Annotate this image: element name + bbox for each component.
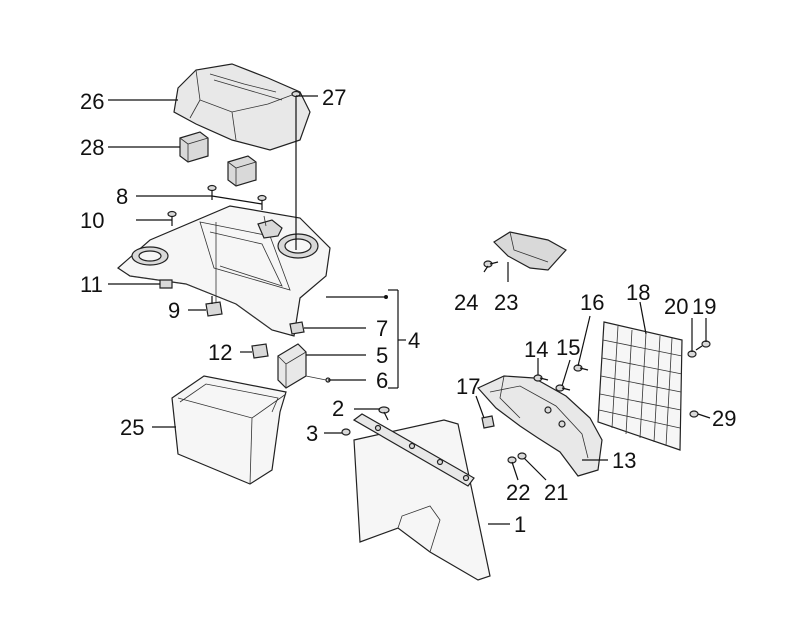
label-15: 15 — [556, 335, 580, 360]
label-24: 24 — [454, 290, 478, 315]
label-4: 4 — [408, 328, 420, 353]
label-20: 20 — [664, 294, 688, 319]
label-7: 7 — [376, 316, 388, 341]
label-8: 8 — [116, 184, 128, 209]
part-21-washer — [517, 452, 527, 460]
part-17-clip — [481, 415, 495, 429]
label-2: 2 — [332, 396, 344, 421]
part-6-pin — [305, 375, 331, 383]
part-26-top-cover — [173, 63, 311, 151]
part-10-screw — [167, 210, 177, 226]
label-14: 14 — [524, 337, 548, 362]
part-29-nut — [689, 410, 699, 418]
label-13: 13 — [612, 448, 636, 473]
label-17: 17 — [456, 374, 480, 399]
label-25: 25 — [120, 415, 144, 440]
part-15-screw — [555, 384, 571, 392]
label-3: 3 — [306, 421, 318, 446]
label-18: 18 — [626, 280, 650, 305]
label-28: 28 — [80, 135, 104, 160]
part-2-bracket — [352, 406, 475, 487]
part-9-clip — [205, 296, 223, 317]
label-22: 22 — [506, 480, 530, 505]
label-6: 6 — [376, 368, 388, 393]
part-1-mudflap — [353, 419, 491, 581]
part-8-screws — [207, 184, 267, 210]
label-26: 26 — [80, 89, 104, 114]
part-13-rear-fender — [477, 375, 603, 477]
label-9: 9 — [168, 298, 180, 323]
label-11: 11 — [80, 272, 103, 297]
part-12-clip — [251, 343, 269, 359]
part-18-plate-holder — [597, 321, 683, 451]
label-21: 21 — [544, 480, 568, 505]
part-5-block — [277, 343, 307, 389]
label-16: 16 — [580, 290, 604, 315]
label-27: 27 — [322, 85, 346, 110]
part-4-main-tray — [117, 205, 331, 337]
part-14-screw — [533, 374, 549, 382]
leader-lines — [108, 95, 711, 525]
part-28-foam-pads — [179, 131, 257, 187]
part-19-screw — [695, 340, 711, 351]
label-23: 23 — [494, 290, 518, 315]
part-25-storage-box — [171, 375, 287, 485]
part-23-reflector — [493, 231, 567, 271]
part-24-screw — [483, 260, 499, 268]
label-5: 5 — [376, 343, 388, 368]
part-11-clip — [159, 279, 173, 289]
part-7-clip — [289, 321, 305, 335]
part-number-labels: 26 27 28 8 10 11 9 7 4 12 5 6 25 2 3 1 2… — [80, 85, 736, 537]
label-1: 1 — [514, 512, 526, 537]
label-12: 12 — [208, 340, 232, 365]
label-19: 19 — [692, 294, 716, 319]
part-3-washer — [341, 428, 351, 436]
label-29: 29 — [712, 406, 736, 431]
label-10: 10 — [80, 208, 104, 233]
part-16-screw — [573, 364, 589, 372]
